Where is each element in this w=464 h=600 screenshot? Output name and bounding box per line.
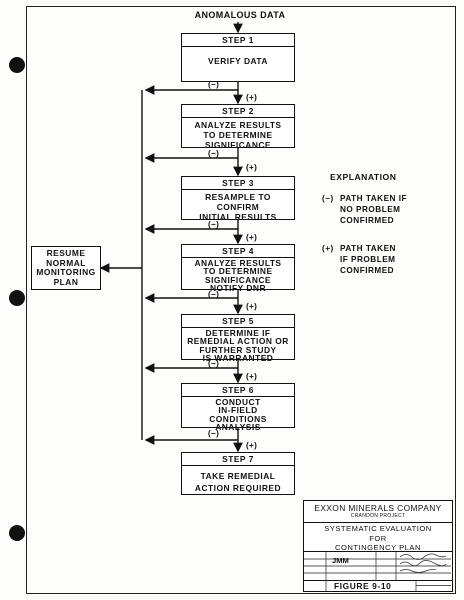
explanation-symbol: (+) [322, 244, 334, 253]
step-3-box: STEP 3 RESAMPLE TO CONFIRM INITIAL RESUL… [181, 176, 295, 222]
step-5-heading: STEP 5 [182, 315, 294, 328]
positive-path-label: (+) [246, 233, 258, 242]
step-5-text: DETERMINE IF [205, 328, 271, 338]
drawn-by-initials: JMM [332, 556, 349, 565]
drawing-title-line: FOR [369, 533, 387, 543]
step-1-heading: STEP 1 [182, 34, 294, 47]
step-7-text: ACTION REQUIRED [194, 483, 282, 493]
step-6-text: IN-FIELD [218, 405, 258, 416]
step-7-heading: STEP 7 [182, 453, 294, 466]
explanation-positive: (+) PATH TAKEN IF PROBLEM CONFIRMED [322, 243, 440, 276]
resume-text: PLAN [53, 276, 79, 287]
approval-grid-lines [304, 552, 451, 580]
figure-row-lines [325, 580, 451, 591]
negative-path-label: (−) [208, 149, 220, 158]
explanation-title: EXPLANATION [330, 172, 397, 182]
step-5-box: STEP 5 DETERMINE IF REMEDIAL ACTION OR F… [181, 314, 295, 363]
explanation-text: CONFIRMED [340, 266, 395, 275]
step-5-text: FURTHER STUDY [199, 344, 277, 355]
step-7-box: STEP 7 TAKE REMEDIAL ACTION REQUIRED [181, 452, 295, 495]
step-6-box: STEP 6 CONDUCT IN-FIELD CONDITIONS ANALY… [181, 383, 295, 432]
binder-hole [9, 525, 25, 541]
project-name: CRANDON PROJECT [350, 513, 406, 519]
step-3-text: CONFIRM [216, 202, 260, 212]
approval-grid [304, 552, 452, 581]
drawing-title-line: CONTINGENCY PLAN [335, 543, 421, 552]
step-1-text: VERIFY DATA [208, 56, 268, 66]
step-6-text: CONDITIONS [209, 413, 267, 424]
step-3-heading: STEP 3 [182, 177, 294, 190]
step-6-text: CONDUCT [215, 397, 261, 407]
explanation-text: PATH TAKEN IF [340, 194, 407, 203]
title-block: EXXON MINERALS COMPANY CRANDON PROJECT S… [303, 500, 453, 592]
resume-text: NORMAL [46, 257, 86, 268]
figure-number: FIGURE 9-10 [334, 581, 392, 591]
negative-path-label: (−) [208, 359, 220, 368]
binder-hole [9, 290, 25, 306]
resume-text: MONITORING [36, 267, 96, 277]
drawing-border [26, 6, 456, 594]
step-1-box: STEP 1 VERIFY DATA [181, 33, 295, 82]
step-5-text: REMEDIAL ACTION OR [187, 336, 289, 347]
step-4-text: NOTIFY DNR [209, 282, 267, 293]
positive-path-label: (+) [246, 93, 258, 102]
flow-start-label: ANOMALOUS DATA [194, 10, 286, 20]
positive-path-label: (+) [246, 372, 258, 381]
company-name: EXXON MINERALS COMPANY [314, 503, 442, 513]
explanation-negative: (−) PATH TAKEN IF NO PROBLEM CONFIRMED [322, 193, 440, 226]
explanation-text: PATH TAKEN [340, 244, 396, 253]
step-4-text: TO DETERMINE [203, 266, 273, 277]
step-2-text: SIGNIFICANCE [204, 140, 272, 150]
resume-text: RESUME [46, 248, 86, 258]
step-3-text: INITIAL RESULTS [199, 212, 277, 222]
drawing-title-line: SYSTEMATIC EVALUATION [324, 524, 432, 533]
positive-path-label: (+) [246, 163, 258, 172]
resume-monitoring-box: RESUME NORMAL MONITORING PLAN [31, 246, 101, 290]
title-block-company: EXXON MINERALS COMPANY CRANDON PROJECT [304, 501, 452, 523]
figure-row [304, 580, 452, 591]
binder-hole [9, 57, 25, 73]
signature-scribbles [399, 553, 447, 573]
step-5-text: IS WARRANTED [202, 352, 274, 363]
negative-path-label: (−) [208, 220, 220, 229]
drawing-title: SYSTEMATIC EVALUATION FOR CONTINGENCY PL… [304, 522, 452, 552]
step-2-text: TO DETERMINE [203, 130, 273, 140]
step-2-text: ANALYZE RESULTS [194, 120, 282, 130]
step-3-text: RESAMPLE TO [205, 192, 271, 202]
step-4-heading: STEP 4 [182, 245, 294, 258]
negative-path-label: (−) [208, 80, 220, 89]
explanation-symbol: (−) [322, 194, 334, 203]
step-4-box: STEP 4 ANALYZE RESULTS TO DETERMINE SIGN… [181, 244, 295, 293]
step-6-heading: STEP 6 [182, 384, 294, 397]
positive-path-label: (+) [246, 302, 258, 311]
explanation-text: CONFIRMED [340, 216, 395, 225]
explanation-text: NO PROBLEM [340, 205, 401, 214]
negative-path-label: (−) [208, 290, 220, 299]
step-6-text: ANALYSIS [215, 421, 261, 432]
explanation-text: IF PROBLEM [340, 255, 396, 264]
step-2-box: STEP 2 ANALYZE RESULTS TO DETERMINE SIGN… [181, 104, 295, 150]
step-7-text: TAKE REMEDIAL [200, 471, 276, 481]
step-4-text: ANALYZE RESULTS [194, 258, 282, 268]
negative-path-label: (−) [208, 429, 220, 438]
positive-path-label: (+) [246, 441, 258, 450]
step-4-text: SIGNIFICANCE [204, 274, 272, 285]
step-2-heading: STEP 2 [182, 105, 294, 118]
